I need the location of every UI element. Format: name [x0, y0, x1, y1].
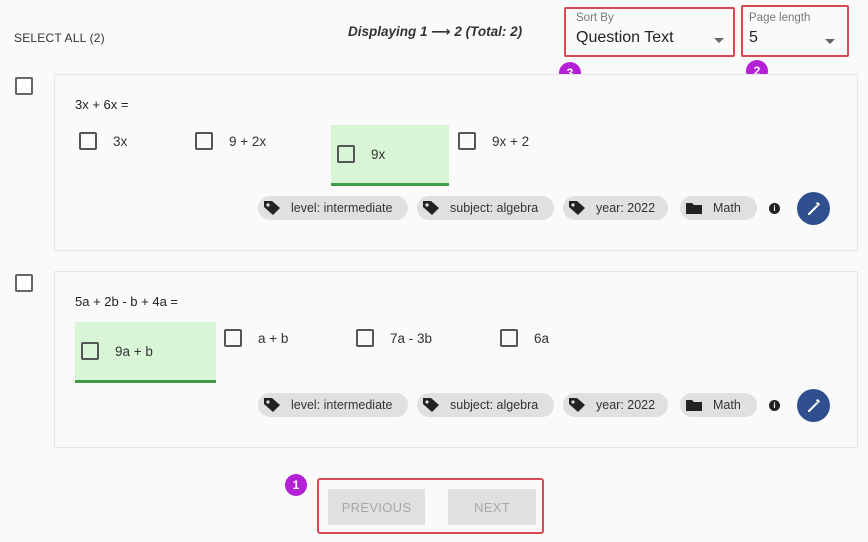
- answer-option-correct[interactable]: 9x: [331, 125, 449, 186]
- answer-label: 9x: [371, 146, 386, 162]
- answer-label: a + b: [258, 330, 289, 346]
- answer-checkbox[interactable]: [224, 329, 242, 347]
- tag-label: level: intermediate: [291, 201, 393, 215]
- pagination-highlight: [317, 478, 544, 534]
- sort-by-value: Question Text: [576, 29, 674, 46]
- answer-label: 6a: [534, 330, 550, 346]
- tag-icon: [569, 398, 585, 412]
- displaying-range: Displaying 1 ⟶ 2 (Total: 2): [348, 24, 523, 39]
- answer-option[interactable]: 3x: [79, 112, 179, 170]
- answer-checkbox[interactable]: [337, 145, 355, 163]
- tag-label: subject: algebra: [450, 201, 539, 215]
- tag-label: level: intermediate: [291, 398, 393, 412]
- tag-chip[interactable]: level: intermediate: [258, 393, 408, 417]
- answer-checkbox[interactable]: [356, 329, 374, 347]
- folder-label: Math: [713, 201, 741, 215]
- pencil-icon: [807, 398, 820, 412]
- tag-chip[interactable]: subject: algebra: [417, 196, 554, 220]
- question-text: 3x + 6x =: [75, 97, 129, 112]
- tag-icon: [423, 201, 439, 215]
- caret-down-icon: [714, 38, 724, 43]
- answer-checkbox[interactable]: [500, 329, 518, 347]
- sort-by-select[interactable]: Sort By Question Text: [564, 7, 735, 57]
- pencil-icon: [807, 201, 820, 215]
- answer-checkbox[interactable]: [195, 132, 213, 150]
- answer-label: 9x + 2: [492, 133, 530, 149]
- edit-question-button[interactable]: [797, 389, 830, 422]
- answer-checkbox[interactable]: [81, 342, 99, 360]
- caret-down-icon: [825, 39, 835, 44]
- info-icon[interactable]: i: [769, 400, 780, 411]
- edit-question-button[interactable]: [797, 192, 830, 225]
- info-icon[interactable]: i: [769, 203, 780, 214]
- next-page-button[interactable]: NEXT: [448, 489, 536, 525]
- page-length-select[interactable]: Page length 5: [741, 5, 849, 57]
- callout-badge-pager: 1: [285, 474, 307, 496]
- tag-icon: [264, 398, 280, 412]
- answer-option[interactable]: 7a - 3b: [356, 309, 476, 367]
- sort-by-label: Sort By: [576, 12, 614, 24]
- question-select-checkbox[interactable]: [15, 274, 33, 292]
- answer-label: 9 + 2x: [229, 133, 267, 149]
- answer-option[interactable]: 6a: [500, 309, 590, 367]
- folder-icon: [686, 400, 702, 411]
- tag-chip[interactable]: year: 2022: [563, 196, 668, 220]
- answer-option[interactable]: 9x + 2: [458, 112, 568, 170]
- answer-label: 9a + b: [115, 343, 153, 359]
- question-text: 5a + 2b - b + 4a =: [75, 294, 178, 309]
- answer-checkbox[interactable]: [458, 132, 476, 150]
- folder-chip[interactable]: Math: [680, 393, 757, 417]
- page-length-label: Page length: [749, 12, 811, 24]
- question-card: 5a + 2b - b + 4a = 9a + b a + b 7a - 3b …: [54, 271, 858, 448]
- folder-chip[interactable]: Math: [680, 196, 757, 220]
- tag-label: year: 2022: [596, 201, 656, 215]
- tag-icon: [569, 201, 585, 215]
- tag-label: subject: algebra: [450, 398, 539, 412]
- answer-label: 7a - 3b: [390, 330, 433, 346]
- previous-page-button[interactable]: PREVIOUS: [328, 489, 425, 525]
- answer-option[interactable]: a + b: [224, 309, 334, 367]
- tag-chip[interactable]: subject: algebra: [417, 393, 554, 417]
- tag-label: year: 2022: [596, 398, 656, 412]
- tag-icon: [423, 398, 439, 412]
- answer-checkbox[interactable]: [79, 132, 97, 150]
- select-all-button[interactable]: SELECT ALL (2): [14, 31, 105, 45]
- tag-chip[interactable]: year: 2022: [563, 393, 668, 417]
- page-length-value: 5: [749, 29, 758, 46]
- folder-icon: [686, 203, 702, 214]
- tag-chip[interactable]: level: intermediate: [258, 196, 408, 220]
- tag-icon: [264, 201, 280, 215]
- folder-label: Math: [713, 398, 741, 412]
- question-select-checkbox[interactable]: [15, 77, 33, 95]
- question-card: 3x + 6x = 3x 9 + 2x 9x 9x + 2 level: int…: [54, 74, 858, 251]
- answer-option[interactable]: 9 + 2x: [195, 112, 315, 170]
- answer-label: 3x: [113, 133, 128, 149]
- answer-option-correct[interactable]: 9a + b: [75, 322, 216, 383]
